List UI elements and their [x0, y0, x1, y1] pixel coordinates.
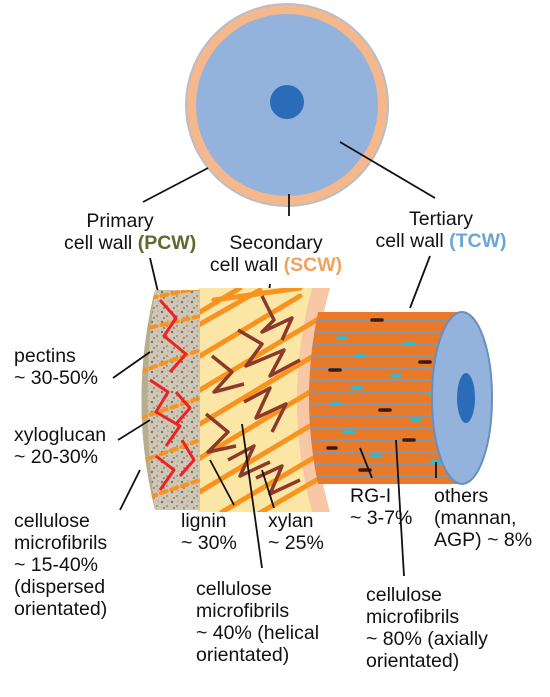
tcw-abbr: (TCW)	[449, 230, 507, 252]
leader-tcw	[339, 141, 436, 199]
leader-xylan	[261, 469, 275, 509]
leader-tcw-cellulose	[395, 439, 405, 577]
cell-nucleus	[270, 85, 304, 119]
tcw-body	[309, 312, 460, 484]
leader-lignin	[209, 459, 235, 506]
scw-label-line2: cell wall (SCW)	[209, 254, 343, 276]
pcw-abbr: (PCW)	[137, 232, 197, 254]
scw-label-line1: Secondary	[229, 232, 323, 254]
rgi-label: RG-I ~ 3-7%	[350, 485, 413, 529]
pcw-label-line2: cell wall (PCW)	[64, 232, 197, 254]
tcw-label: Tertiary cell wall (TCW)	[356, 208, 526, 252]
leader-scw-cellulose	[241, 423, 263, 569]
pcw-cellulose-label: cellulose microfibrils ~ 15-40% (dispers…	[14, 510, 108, 620]
scw-cellulose-label: cellulose microfibrils ~ 40% (helical or…	[196, 578, 320, 666]
pcw-pectin-xyloglucan	[149, 299, 196, 491]
cell-cross-section	[185, 3, 389, 207]
others-label: others (mannan, AGP) ~ 8%	[434, 485, 533, 551]
leader-pcw	[142, 167, 209, 203]
pcw-section	[141, 290, 200, 510]
pectins-label: pectins ~ 30-50%	[14, 345, 99, 389]
leader-rgi	[359, 447, 373, 479]
pcw-label-line1: Primary	[86, 210, 154, 232]
tcw-section	[309, 311, 493, 485]
tcw-cellulose-label: cellulose microfibrils ~ 80% (axially or…	[366, 584, 488, 672]
leader-pcw-layer	[149, 257, 159, 293]
leader-pcw-cellulose	[119, 469, 141, 511]
scw-section	[198, 288, 330, 512]
tcw-label-line1: Tertiary	[409, 208, 473, 230]
tcw-label-line2: cell wall (TCW)	[375, 230, 507, 252]
pcw-label: Primary cell wall (PCW)	[64, 210, 197, 254]
component-leader-lines	[112, 351, 437, 577]
tcw-lumen	[457, 373, 475, 423]
leader-xyloglucan	[117, 419, 151, 441]
scw-abbr: (SCW)	[283, 254, 343, 276]
leader-pectins	[112, 351, 151, 379]
pcw-edge	[141, 290, 155, 510]
xylan-label: xylan ~ 25%	[268, 510, 324, 554]
leader-tcw-layer	[409, 255, 431, 309]
scw-label: Secondary cell wall (SCW)	[186, 232, 366, 276]
lignin-label: lignin ~ 30%	[181, 510, 237, 554]
xyloglucan-label: xyloglucan ~ 20-30%	[14, 424, 107, 468]
